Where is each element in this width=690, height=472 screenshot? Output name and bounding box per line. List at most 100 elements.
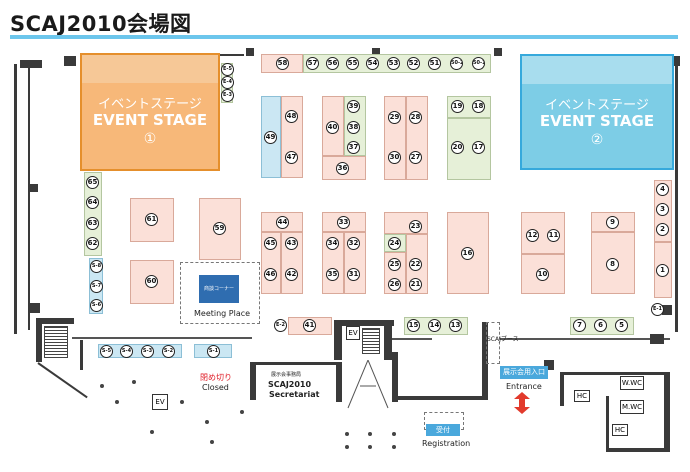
booth-31[interactable]: 31 [347,268,360,281]
booth-28[interactable]: 28 [409,111,422,124]
booth-17[interactable]: 17 [472,141,485,154]
event-stage-2-number: ② [590,132,604,148]
booth-51[interactable]: 51 [428,57,441,70]
booth-s3[interactable]: S-3 [141,345,154,358]
booth-50-1[interactable]: 50-1 [472,57,485,70]
booth-21[interactable]: 21 [409,278,422,291]
booth-49[interactable]: 49 [264,131,277,144]
booth-s5[interactable]: S-5 [100,345,113,358]
seat-dot [392,445,396,449]
seat-dot [100,384,104,388]
booth-33[interactable]: 33 [337,216,350,229]
booth-65[interactable]: 65 [86,176,99,189]
booth-13[interactable]: 13 [449,319,462,332]
booth-22[interactable]: 22 [409,258,422,271]
central-block-right [384,320,392,360]
booth-63[interactable]: 63 [86,217,99,230]
booth-3[interactable]: 3 [656,203,669,216]
booth-37[interactable]: 37 [347,141,360,154]
booth-18[interactable]: 18 [472,100,485,113]
staircase-left [44,326,68,358]
booth-1[interactable]: 1 [656,264,669,277]
booth-s1[interactable]: S-1 [207,345,220,358]
event-stage-2-band [522,56,672,84]
booth-15[interactable]: 15 [407,319,420,332]
booth-36[interactable]: 36 [336,162,349,175]
booth-40[interactable]: 40 [326,121,339,134]
booth-62[interactable]: 62 [86,237,99,250]
center-right-wall-b [398,396,484,400]
booth-57[interactable]: 57 [306,57,319,70]
wc-pillar-a [544,360,554,370]
booth-58[interactable]: 58 [276,57,289,70]
center-right-wall [392,352,398,402]
booth-e5[interactable]: E-5 [221,63,234,76]
booth-38[interactable]: 38 [347,121,360,134]
booth-5[interactable]: 5 [615,319,628,332]
booth-2[interactable]: 2 [656,223,669,236]
event-stage-1-en: EVENT STAGE [92,111,208,129]
entrance-sign: 展示会用入口 [500,366,548,379]
booth-44[interactable]: 44 [276,216,289,229]
booth-8[interactable]: 8 [606,258,619,271]
seat-dot [210,440,214,444]
booth-9[interactable]: 9 [606,216,619,229]
wall-bottom-left [72,337,252,339]
booth-60[interactable]: 60 [145,275,158,288]
booth-s2[interactable]: S-2 [162,345,175,358]
booth-6[interactable]: 6 [594,319,607,332]
booth-25[interactable]: 25 [388,258,401,271]
booth-e2[interactable]: E-2 [274,319,287,332]
booth-16[interactable]: 16 [461,247,474,260]
booth-20[interactable]: 20 [451,141,464,154]
secretariat-wall-left [250,364,256,400]
booth-43[interactable]: 43 [285,237,298,250]
seat-dot [132,380,136,384]
ev-center: EV [346,326,360,340]
booth-61[interactable]: 61 [145,213,158,226]
booth-s6[interactable]: S-6 [90,299,103,312]
booth-7[interactable]: 7 [573,319,586,332]
booth-56[interactable]: 56 [326,57,339,70]
booth-26[interactable]: 26 [388,278,401,291]
booth-10[interactable]: 10 [536,268,549,281]
booth-50-2[interactable]: 50-2 [450,57,463,70]
booth-47[interactable]: 47 [285,151,298,164]
booth-19[interactable]: 19 [451,100,464,113]
meeting-sign: 商談コーナー [199,275,239,303]
booth-59[interactable]: 59 [213,222,226,235]
booth-54[interactable]: 54 [366,57,379,70]
booth-s8[interactable]: S-8 [90,260,103,273]
booth-14[interactable]: 14 [428,319,441,332]
booth-39[interactable]: 39 [347,100,360,113]
booth-55[interactable]: 55 [346,57,359,70]
booth-29[interactable]: 29 [388,111,401,124]
booth-e1[interactable]: E-1 [651,303,664,316]
booth-4[interactable]: 4 [656,183,669,196]
booth-s4[interactable]: S-4 [120,345,133,358]
booth-41[interactable]: 41 [303,319,316,332]
booth-64[interactable]: 64 [86,196,99,209]
booth-e3[interactable]: E-3 [221,89,234,102]
booth-s7[interactable]: S-7 [90,280,103,293]
booth-12[interactable]: 12 [526,229,539,242]
booth-34[interactable]: 34 [326,237,339,250]
booth-48[interactable]: 48 [285,110,298,123]
booth-24[interactable]: 24 [388,237,401,250]
booth-30[interactable]: 30 [388,151,401,164]
booth-27[interactable]: 27 [409,151,422,164]
page-title: SCAJ2010会場図 [10,12,192,36]
booth-35[interactable]: 35 [326,268,339,281]
booth-53[interactable]: 53 [387,57,400,70]
booth-42[interactable]: 42 [285,268,298,281]
booth-32[interactable]: 32 [347,237,360,250]
booth-46[interactable]: 46 [264,268,277,281]
booth-45[interactable]: 45 [264,237,277,250]
wc-block-bottom [606,448,670,452]
booth-23[interactable]: 23 [409,220,422,233]
wall-right-pillar [668,56,680,66]
booth-11[interactable]: 11 [547,229,560,242]
booth-52[interactable]: 52 [407,57,420,70]
booth-e4[interactable]: E-4 [221,76,234,89]
wall-left-pillar-2 [64,56,76,66]
